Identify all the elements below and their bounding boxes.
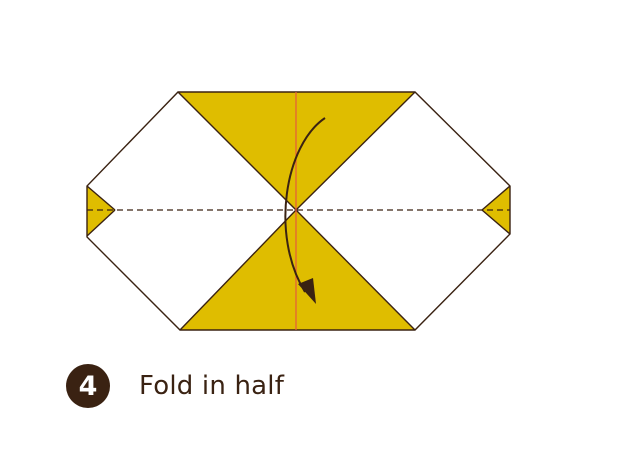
fold-arrow-curve xyxy=(284,117,326,293)
paper-octagon xyxy=(87,92,510,330)
fold-arrow-head xyxy=(298,278,316,304)
right-colored-flap xyxy=(482,186,510,234)
step-instruction: Fold in half xyxy=(139,371,285,401)
paper-outline xyxy=(86,91,511,331)
step-number: 4 xyxy=(78,370,98,402)
left-colored-flap xyxy=(87,186,115,236)
diagonal-edges xyxy=(86,91,511,331)
step-number-badge: 4 xyxy=(66,364,110,408)
bottom-colored-triangle xyxy=(180,210,415,330)
